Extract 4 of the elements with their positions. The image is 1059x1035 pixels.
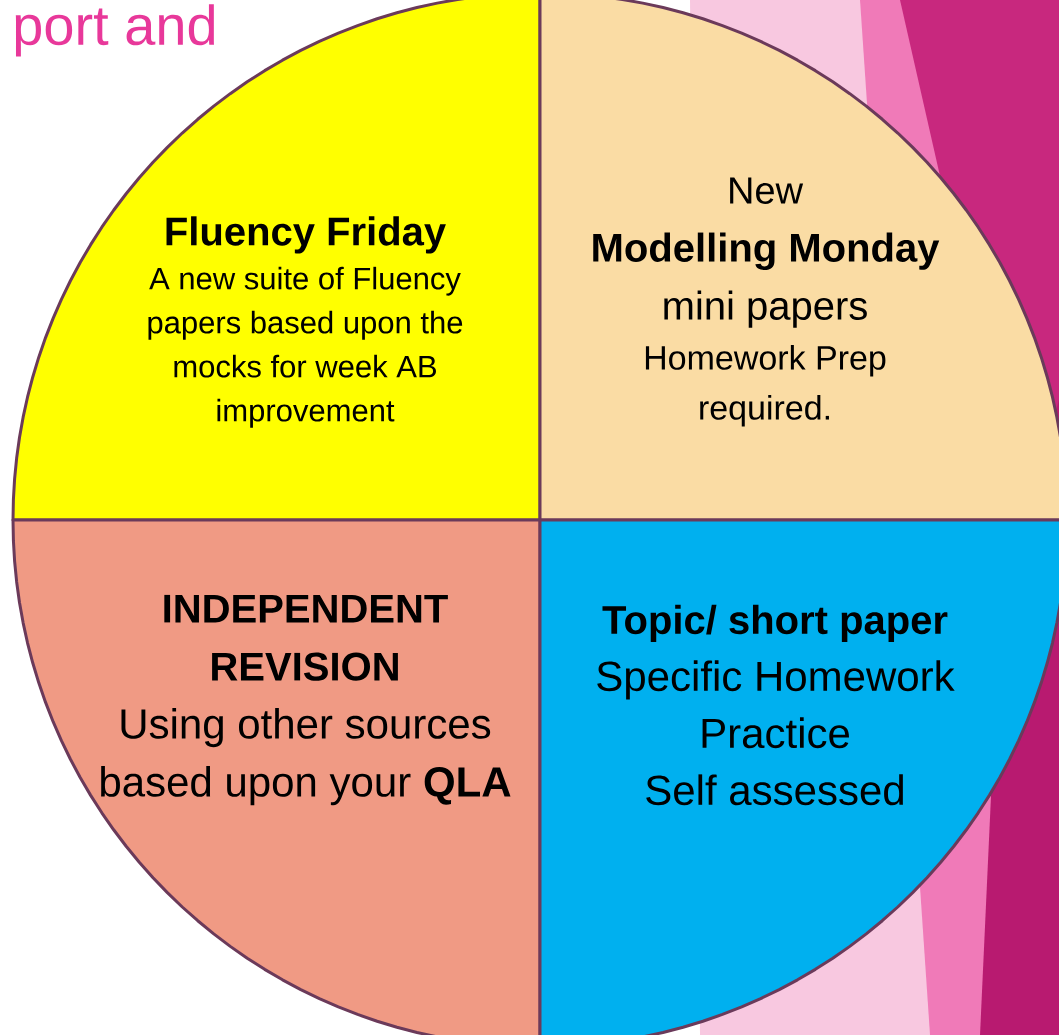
quadrant: New Modelling Monday mini papers Homework Prep required. <box>538 0 1059 522</box>
quadrant: Topic/ short paper Specific Homework Practice Self assessed <box>538 518 1059 1035</box>
quadrant: INDEPENDENT REVISION Using other sources based upon your QLA <box>11 518 542 1035</box>
title: port and <box>15 4 214 57</box>
